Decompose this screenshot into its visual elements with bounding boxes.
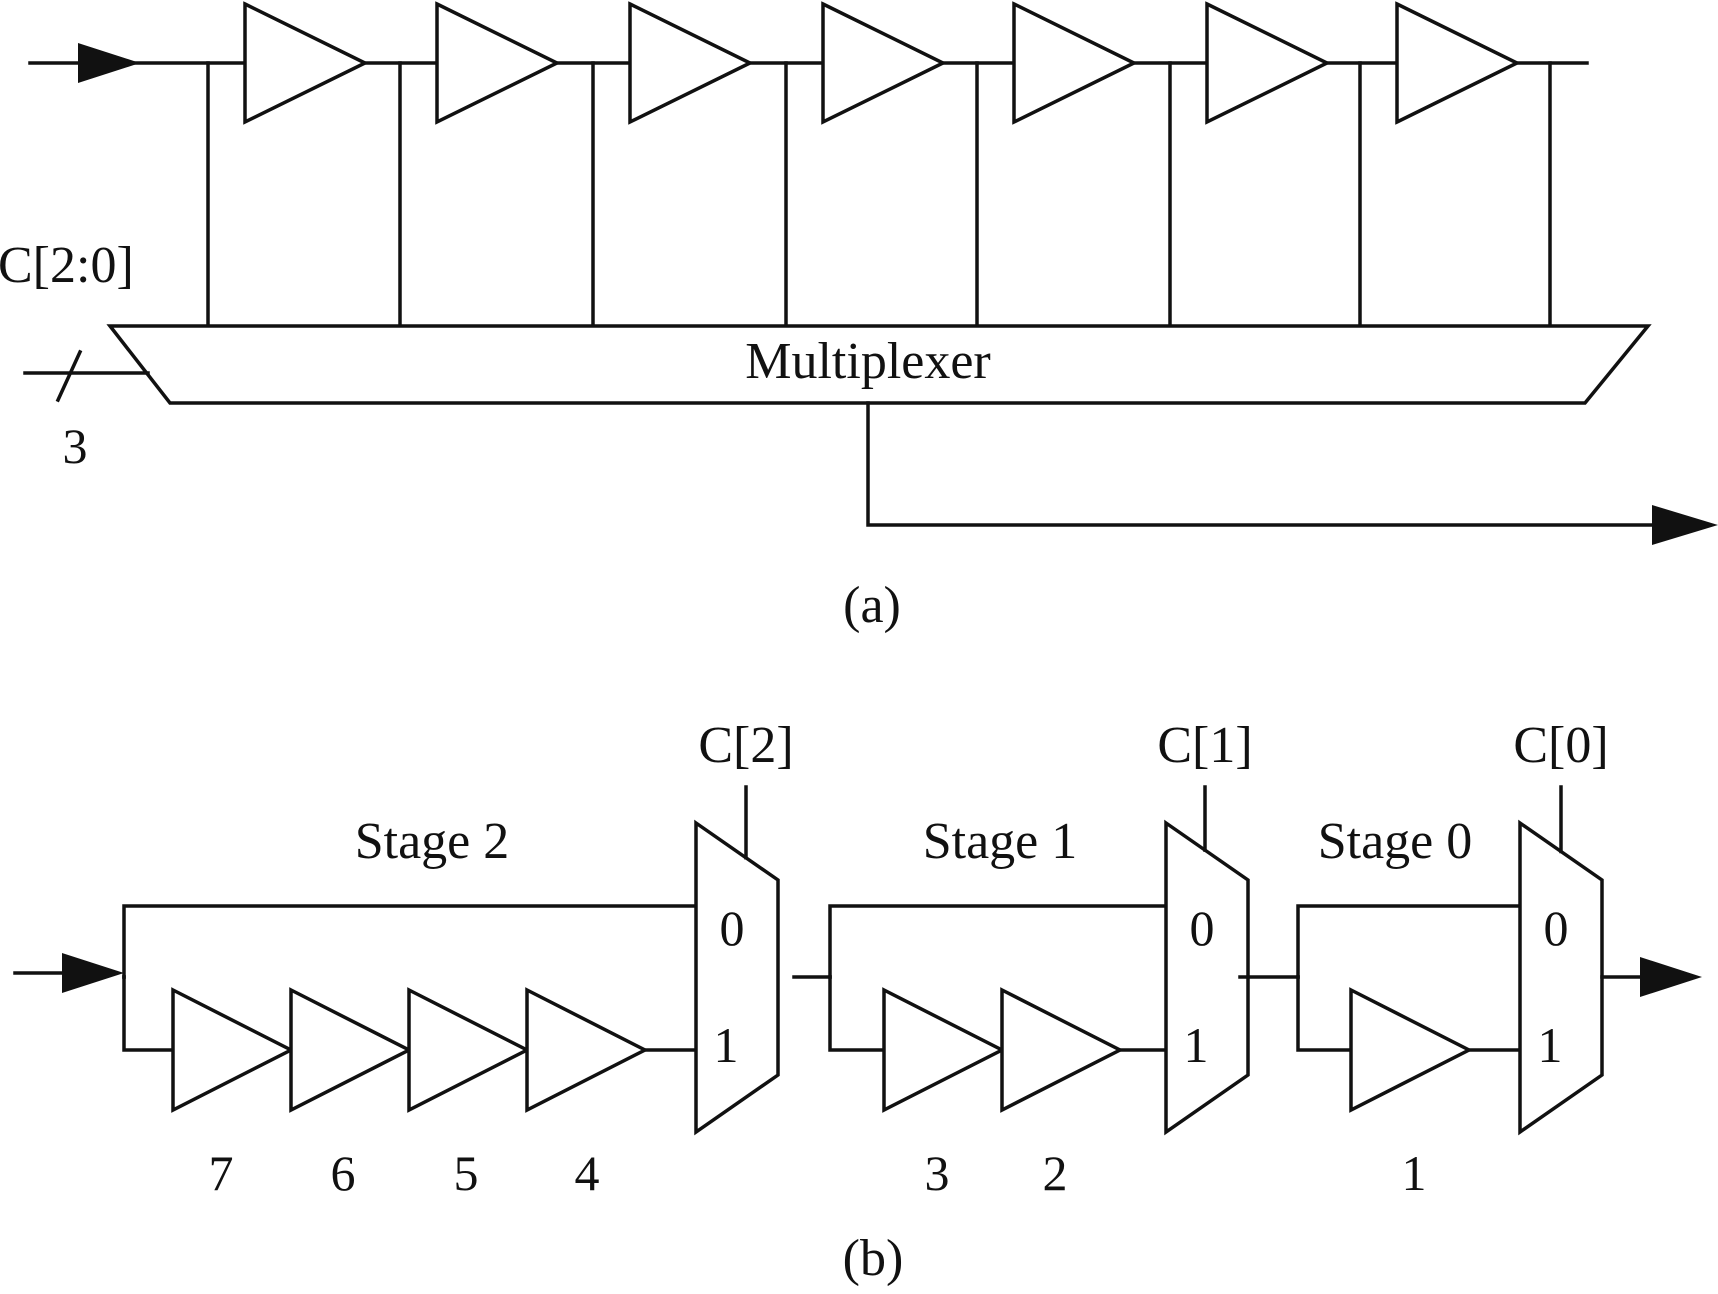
stage-0: 1 0 1 C[0] Stage 0 — [1238, 717, 1609, 1201]
bypass-wire — [122, 904, 698, 979]
buffer-number-label: 5 — [454, 1145, 479, 1201]
figure-b: 7 6 5 4 0 1 C[2] Stage 2 3 2 0 1 C[1] Stage 1 1 0 1 C[0] S… — [13, 717, 1702, 1287]
buffer-number-label: 3 — [925, 1145, 950, 1201]
buffer-number-label: 6 — [331, 1145, 356, 1201]
input-arrow-icon — [78, 43, 140, 83]
delay-path-wire — [828, 975, 886, 1052]
bypass-wire — [1296, 904, 1522, 979]
caption-b: (b) — [843, 1230, 904, 1287]
stage-label: Stage 1 — [923, 813, 1078, 870]
buffer-b-4 — [525, 987, 649, 1113]
mux-label: Multiplexer — [745, 333, 991, 390]
buffer-a-7 — [1395, 1, 1521, 125]
mux-input-0-label: 0 — [1544, 900, 1569, 956]
buffer-number-label: 7 — [209, 1145, 234, 1201]
buffer-b-2 — [1000, 987, 1124, 1113]
control-label: C[2] — [698, 717, 793, 774]
output-wire-a — [866, 401, 1667, 527]
output-arrow-b-icon — [1640, 957, 1702, 997]
stage-1: 3 2 0 1 C[1] Stage 1 — [792, 717, 1253, 1201]
control-label-a: C[2:0] — [0, 237, 134, 294]
mux-b — [1164, 819, 1250, 1136]
buffer-a-6 — [1205, 1, 1331, 125]
buffer-a-1 — [243, 1, 369, 125]
control-label: C[0] — [1513, 717, 1608, 774]
mux-input-0-label: 0 — [720, 900, 745, 956]
bus-width-label: 3 — [63, 418, 88, 474]
stage-label: Stage 0 — [1318, 813, 1473, 870]
buffer-a-4 — [821, 1, 947, 125]
buffer-a-2 — [435, 1, 561, 125]
mux-b — [1518, 819, 1604, 1136]
delay-path-wire — [122, 975, 175, 1052]
stage-label: Stage 2 — [355, 813, 510, 870]
buffer-b-1 — [1349, 987, 1473, 1113]
buffer-number-label: 1 — [1402, 1145, 1427, 1201]
mux-b — [694, 819, 780, 1136]
stage-2: 7 6 5 4 0 1 C[2] Stage 2 — [122, 717, 794, 1201]
bus-slash — [55, 349, 83, 403]
caption-a: (a) — [843, 577, 901, 634]
buffer-b-3 — [882, 987, 1006, 1113]
delay-path-wire — [1296, 975, 1353, 1052]
bypass-wire — [828, 904, 1168, 979]
control-label: C[1] — [1157, 717, 1252, 774]
buffer-chain-a — [206, 1, 1589, 328]
mux-input-1-label: 1 — [1184, 1017, 1209, 1073]
buffer-a-3 — [628, 1, 754, 125]
buffer-number-label: 4 — [575, 1145, 600, 1201]
mux-input-1-label: 1 — [1538, 1017, 1563, 1073]
input-arrow-b-icon — [62, 953, 124, 993]
buffer-b-5 — [407, 987, 531, 1113]
buffer-b-6 — [289, 987, 413, 1113]
buffer-a-5 — [1012, 1, 1138, 125]
buffer-number-label: 2 — [1043, 1145, 1068, 1201]
buffer-b-7 — [171, 987, 295, 1113]
output-arrow-icon — [1652, 505, 1718, 545]
mux-input-1-label: 1 — [714, 1017, 739, 1073]
mux-input-0-label: 0 — [1190, 900, 1215, 956]
multiplexer-block — [106, 324, 1652, 405]
figure-a: Multiplexer C[2:0] 3 (a) — [0, 1, 1718, 634]
stages: 7 6 5 4 0 1 C[2] Stage 2 3 2 0 1 C[1] Stage 1 1 0 1 C[0] S… — [122, 717, 1609, 1201]
